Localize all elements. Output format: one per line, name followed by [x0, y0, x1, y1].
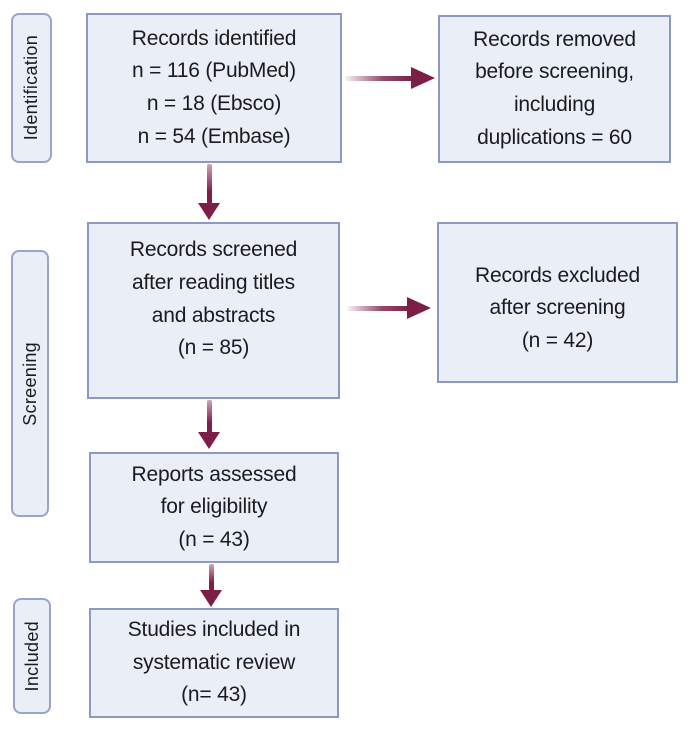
box-text-line: Records excluded	[475, 263, 640, 287]
arrowhead-right-icon	[407, 297, 431, 319]
stage-label-text: Screening	[19, 341, 40, 426]
box-text-line: Records identified	[131, 26, 297, 50]
box-text-line: systematic review	[132, 650, 296, 674]
arrow-assessed-to-included	[209, 564, 214, 591]
box-records-excluded: Records excluded after screening (n = 42…	[437, 222, 678, 383]
box-text-line: Records removed	[473, 27, 636, 51]
box-text-line: (n = 85)	[177, 336, 250, 360]
box-text-line: after screening	[489, 296, 626, 320]
box-text-line: Studies included in	[127, 618, 301, 642]
arrowhead-down-icon	[200, 590, 222, 607]
box-text-line: including	[513, 93, 596, 116]
arrowhead-down-icon	[198, 203, 220, 220]
box-text-line: before screening,	[475, 60, 634, 84]
box-text-line: n = 54 (Embase)	[137, 124, 291, 148]
box-records-screened: Records screened after reading titles an…	[87, 222, 340, 399]
arrow-identified-to-screened	[207, 164, 212, 204]
box-text-line: for eligibility	[160, 495, 268, 519]
arrowhead-right-icon	[411, 67, 435, 89]
stage-label-identification: Identification	[11, 13, 52, 163]
stage-label-text: Included	[21, 620, 42, 692]
box-text-line: (n= 43)	[181, 683, 247, 707]
box-text-line: (n = 42)	[521, 328, 594, 352]
box-text-line: n = 116 (PubMed)	[132, 59, 296, 83]
box-text-line: (n = 43)	[178, 527, 250, 551]
box-text-line: and abstracts	[151, 303, 276, 327]
stage-label-screening: Screening	[11, 250, 49, 517]
box-text-line: Records screened	[129, 238, 298, 262]
box-records-identified: Records identified n = 116 (PubMed) n = …	[86, 13, 342, 163]
stage-label-text: Identification	[21, 35, 41, 141]
box-reports-assessed: Reports assessed for eligibility (n = 43…	[89, 452, 339, 563]
box-text-line: after reading titles	[132, 270, 295, 294]
box-studies-included: Studies included in systematic review (n…	[89, 608, 339, 718]
box-text-line: duplications = 60	[477, 125, 632, 149]
arrowhead-down-icon	[198, 432, 220, 449]
arrow-identified-to-removed	[345, 76, 413, 81]
arrow-screened-to-excluded	[347, 306, 409, 311]
arrow-screened-to-assessed	[207, 400, 212, 433]
box-records-removed: Records removed before screening, includ…	[438, 15, 671, 163]
stage-label-included: Included	[13, 598, 51, 714]
box-text-line: Reports assessed	[131, 462, 297, 486]
box-text-line: n = 18 (Ebsco)	[146, 92, 282, 115]
